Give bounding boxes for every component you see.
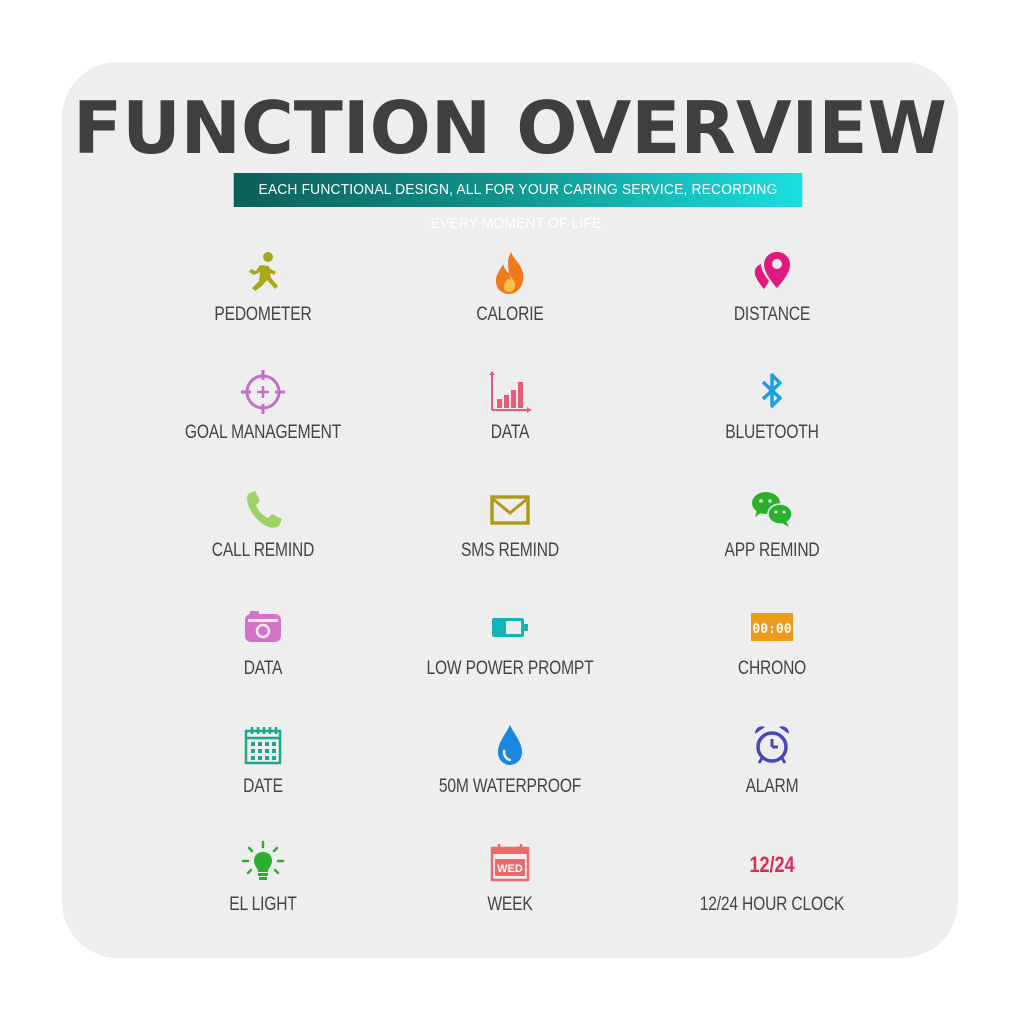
- feature-item-bluetooth: BLUETOOTH: [642, 358, 902, 468]
- feature-label: PEDOMETER: [214, 304, 312, 325]
- feature-item-pedometer: PEDOMETER: [133, 240, 393, 350]
- feature-item-distance: DISTANCE: [642, 240, 902, 350]
- digital-clock-text: 00:00: [752, 622, 791, 637]
- overview-card: [62, 62, 958, 958]
- feature-item-week: WED WEEK: [380, 830, 640, 940]
- bar-chart-icon: [485, 366, 535, 416]
- feature-item-goal-management: GOAL MANAGEMENT: [133, 358, 393, 468]
- flame-icon: [485, 248, 535, 298]
- feature-item-sms-remind: SMS REMIND: [380, 476, 640, 586]
- running-person-icon: [238, 248, 288, 298]
- feature-item-app-remind: APP REMIND: [642, 476, 902, 586]
- location-pin-icon: [747, 248, 797, 298]
- subtitle-banner: EACH FUNCTIONAL DESIGN, ALL FOR YOUR CAR…: [233, 173, 803, 232]
- feature-label: DATA: [490, 422, 530, 443]
- battery-icon: [485, 602, 535, 652]
- feature-label: DATE: [243, 776, 283, 797]
- alarm-clock-icon: [747, 720, 797, 770]
- feature-label: 50M WATERPROOF: [438, 776, 582, 797]
- digital-clock-icon: 00:00: [747, 602, 797, 652]
- feature-label: 12/24 HOUR CLOCK: [699, 894, 845, 915]
- feature-item-data-camera: DATA: [133, 594, 393, 704]
- feature-item-low-power-prompt: LOW POWER PROMPT: [380, 594, 640, 704]
- feature-item-call-remind: CALL REMIND: [133, 476, 393, 586]
- water-drop-icon: [485, 720, 535, 770]
- feature-label: LOW POWER PROMPT: [426, 658, 594, 679]
- phone-icon: [238, 484, 288, 534]
- crosshair-target-icon: [238, 366, 288, 416]
- feature-item-hour-clock: 12/24 12/24 HOUR CLOCK: [642, 830, 902, 940]
- feature-label: WEEK: [487, 894, 533, 915]
- feature-item-el-light: EL LIGHT: [133, 830, 393, 940]
- light-bulb-icon: [238, 838, 288, 888]
- feature-label: DATA: [243, 658, 283, 679]
- feature-label: APP REMIND: [724, 540, 820, 561]
- hour-format-text: 12/24: [749, 853, 795, 877]
- envelope-icon: [485, 484, 535, 534]
- feature-item-date: DATE: [133, 712, 393, 822]
- bluetooth-icon: [747, 366, 797, 416]
- feature-label: SMS REMIND: [461, 540, 559, 561]
- chat-bubbles-icon: [747, 484, 797, 534]
- feature-item-chrono: 00:00 CHRONO: [642, 594, 902, 704]
- feature-label: CALL REMIND: [211, 540, 315, 561]
- weekday-text: WED: [497, 863, 523, 875]
- feature-item-data: DATA: [380, 358, 640, 468]
- feature-item-alarm: ALARM: [642, 712, 902, 822]
- feature-item-waterproof: 50M WATERPROOF: [380, 712, 640, 822]
- feature-label: ALARM: [745, 776, 799, 797]
- calendar-icon: [238, 720, 288, 770]
- feature-label: EL LIGHT: [229, 894, 297, 915]
- feature-label: DISTANCE: [733, 304, 811, 325]
- feature-label: GOAL MANAGEMENT: [184, 422, 342, 443]
- feature-label: CHRONO: [737, 658, 807, 679]
- feature-label: CALORIE: [476, 304, 544, 325]
- weekday-calendar-icon: WED: [485, 838, 535, 888]
- camera-icon: [238, 602, 288, 652]
- feature-item-calorie: CALORIE: [380, 240, 640, 350]
- feature-label: BLUETOOTH: [725, 422, 819, 443]
- hour-format-icon: 12/24: [747, 838, 797, 888]
- page-title: FUNCTION OVERVIEW: [73, 86, 947, 170]
